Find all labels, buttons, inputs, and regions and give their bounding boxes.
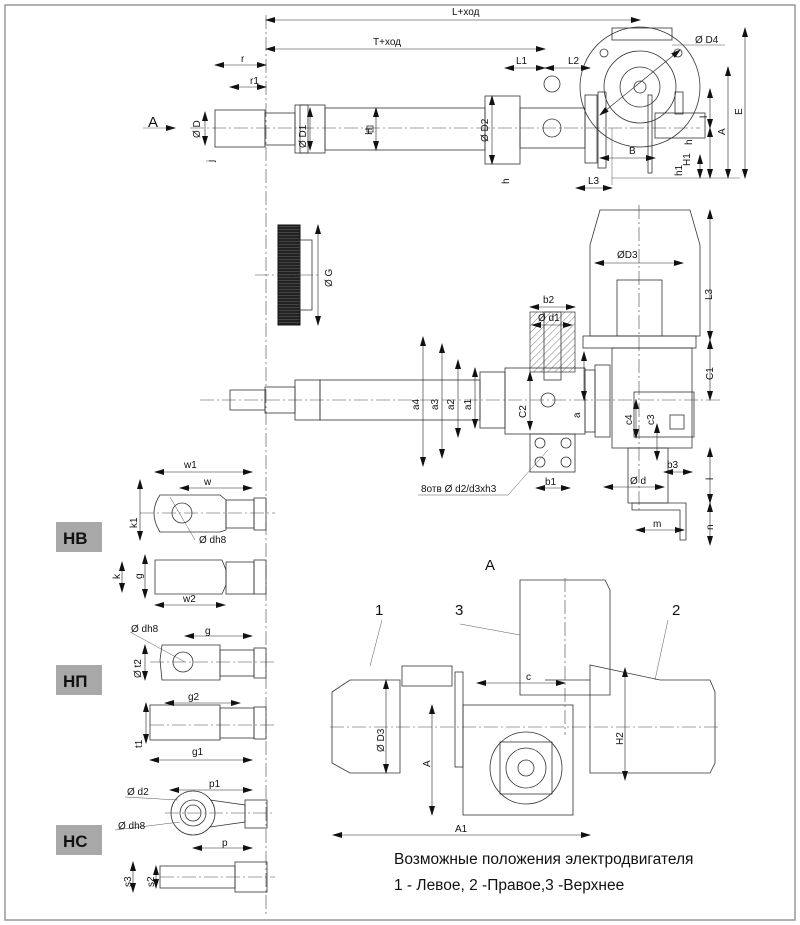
position-3-label: 3 xyxy=(455,602,463,619)
top-view xyxy=(143,17,748,191)
dim-j: j xyxy=(206,160,217,163)
dim-d1: Ø d1 xyxy=(538,313,560,324)
badge-hp xyxy=(56,665,102,695)
dim-A1: A1 xyxy=(455,824,468,835)
dim-t1: t1 xyxy=(134,739,145,748)
dim-d: Ø d xyxy=(630,476,646,487)
dim-A-top: A xyxy=(717,128,728,135)
dim-B: B xyxy=(629,146,636,157)
dim-H2: H2 xyxy=(615,732,626,745)
dim-E: E xyxy=(734,108,745,115)
dim-H: H xyxy=(364,128,375,135)
dim-b2: b2 xyxy=(543,295,555,306)
dim-D1: Ø D1 xyxy=(298,124,309,148)
side-view xyxy=(200,205,720,546)
badge-hv xyxy=(56,522,102,552)
dim-l-mid: l xyxy=(705,478,716,480)
dim-D3-bottom: Ø D3 xyxy=(376,728,387,752)
dim-s3: s3 xyxy=(123,876,134,887)
dim-t2: Ø t2 xyxy=(133,659,144,678)
dim-L2: L2 xyxy=(568,56,580,67)
dim-w1: w1 xyxy=(183,460,197,471)
dim-w: w xyxy=(203,477,212,488)
dim-r1: r1 xyxy=(250,76,259,87)
dim-a: a xyxy=(572,412,583,418)
dim-dh8-hv: Ø dh8 xyxy=(199,535,227,546)
dim-r: r xyxy=(241,54,245,65)
caption-title: Возможные положения электродвигателя xyxy=(394,851,693,868)
dim-a2: a2 xyxy=(446,398,457,410)
dim-D2: Ø D2 xyxy=(480,118,491,142)
badge-hs-label: НС xyxy=(63,832,88,851)
dim-C1: C1 xyxy=(705,367,716,380)
dim-g-hv: g xyxy=(134,573,145,579)
dim-dh8-hp: Ø dh8 xyxy=(131,624,159,635)
dim-p1: p1 xyxy=(209,779,221,790)
dim-w2: w2 xyxy=(182,594,196,605)
rod-end-hv xyxy=(119,469,275,608)
rod-end-hp xyxy=(129,631,275,763)
dim-C2: C2 xyxy=(518,405,529,418)
dim-k: k xyxy=(112,573,123,579)
dim-D4: Ø D4 xyxy=(695,35,719,46)
dim-H1: H1 xyxy=(682,153,693,166)
view-A-marker: A xyxy=(148,114,158,131)
dim-g2: g2 xyxy=(188,692,200,703)
view-A-motor-positions xyxy=(330,578,720,838)
badge-hv-label: НВ xyxy=(63,529,88,548)
dim-l-top: l xyxy=(699,116,710,118)
dim-s2: s2 xyxy=(146,876,157,887)
view-A-title: A xyxy=(485,557,495,574)
dim-b3: b3 xyxy=(667,460,679,471)
dim-a1: a1 xyxy=(463,398,474,410)
drawing-frame xyxy=(4,4,796,921)
dim-dh8-hs: Ø dh8 xyxy=(118,821,146,832)
dim-a4: a4 xyxy=(411,398,422,410)
dim-L3-mid: L3 xyxy=(704,288,715,300)
rod-end-hs xyxy=(114,787,275,893)
dim-h1: h1 xyxy=(674,164,685,176)
adjust-nut-view xyxy=(255,224,321,326)
dim-c: c xyxy=(526,672,531,683)
dim-m: m xyxy=(653,519,661,530)
dim-h-right: h xyxy=(684,139,695,145)
dim-A-bottom: A xyxy=(422,760,433,767)
dim-c3: c3 xyxy=(646,414,657,425)
caption-positions: 1 - Левое, 2 -Правое,3 -Верхнее xyxy=(394,877,624,894)
dim-b1: b1 xyxy=(545,477,557,488)
badge-hp-label: НП xyxy=(63,672,88,691)
dim-n: n xyxy=(705,524,716,530)
dim-d2: Ø d2 xyxy=(127,787,149,798)
dim-g-hp: g xyxy=(205,626,211,637)
dim-D: Ø D xyxy=(192,120,203,138)
dim-holes: 8отв Ø d2/d3xh3 xyxy=(421,484,497,495)
dim-L1: L1 xyxy=(516,56,528,67)
dim-a3: a3 xyxy=(430,398,441,410)
dim-c4: c4 xyxy=(624,414,635,425)
position-1-label: 1 xyxy=(375,602,383,619)
badge-hs xyxy=(56,825,102,855)
dim-L3-top: L3 xyxy=(588,176,600,187)
dim-L-stroke: L+ход xyxy=(452,7,480,18)
position-2-label: 2 xyxy=(672,602,680,619)
dim-h-bottom: h xyxy=(501,178,512,184)
dim-D3-mid: ØD3 xyxy=(617,250,638,261)
dim-g1: g1 xyxy=(192,747,204,758)
dim-p: p xyxy=(222,838,228,849)
dim-k1: k1 xyxy=(129,517,140,528)
dim-G: Ø G xyxy=(324,268,335,287)
dim-T-stroke: T+ход xyxy=(373,37,401,48)
